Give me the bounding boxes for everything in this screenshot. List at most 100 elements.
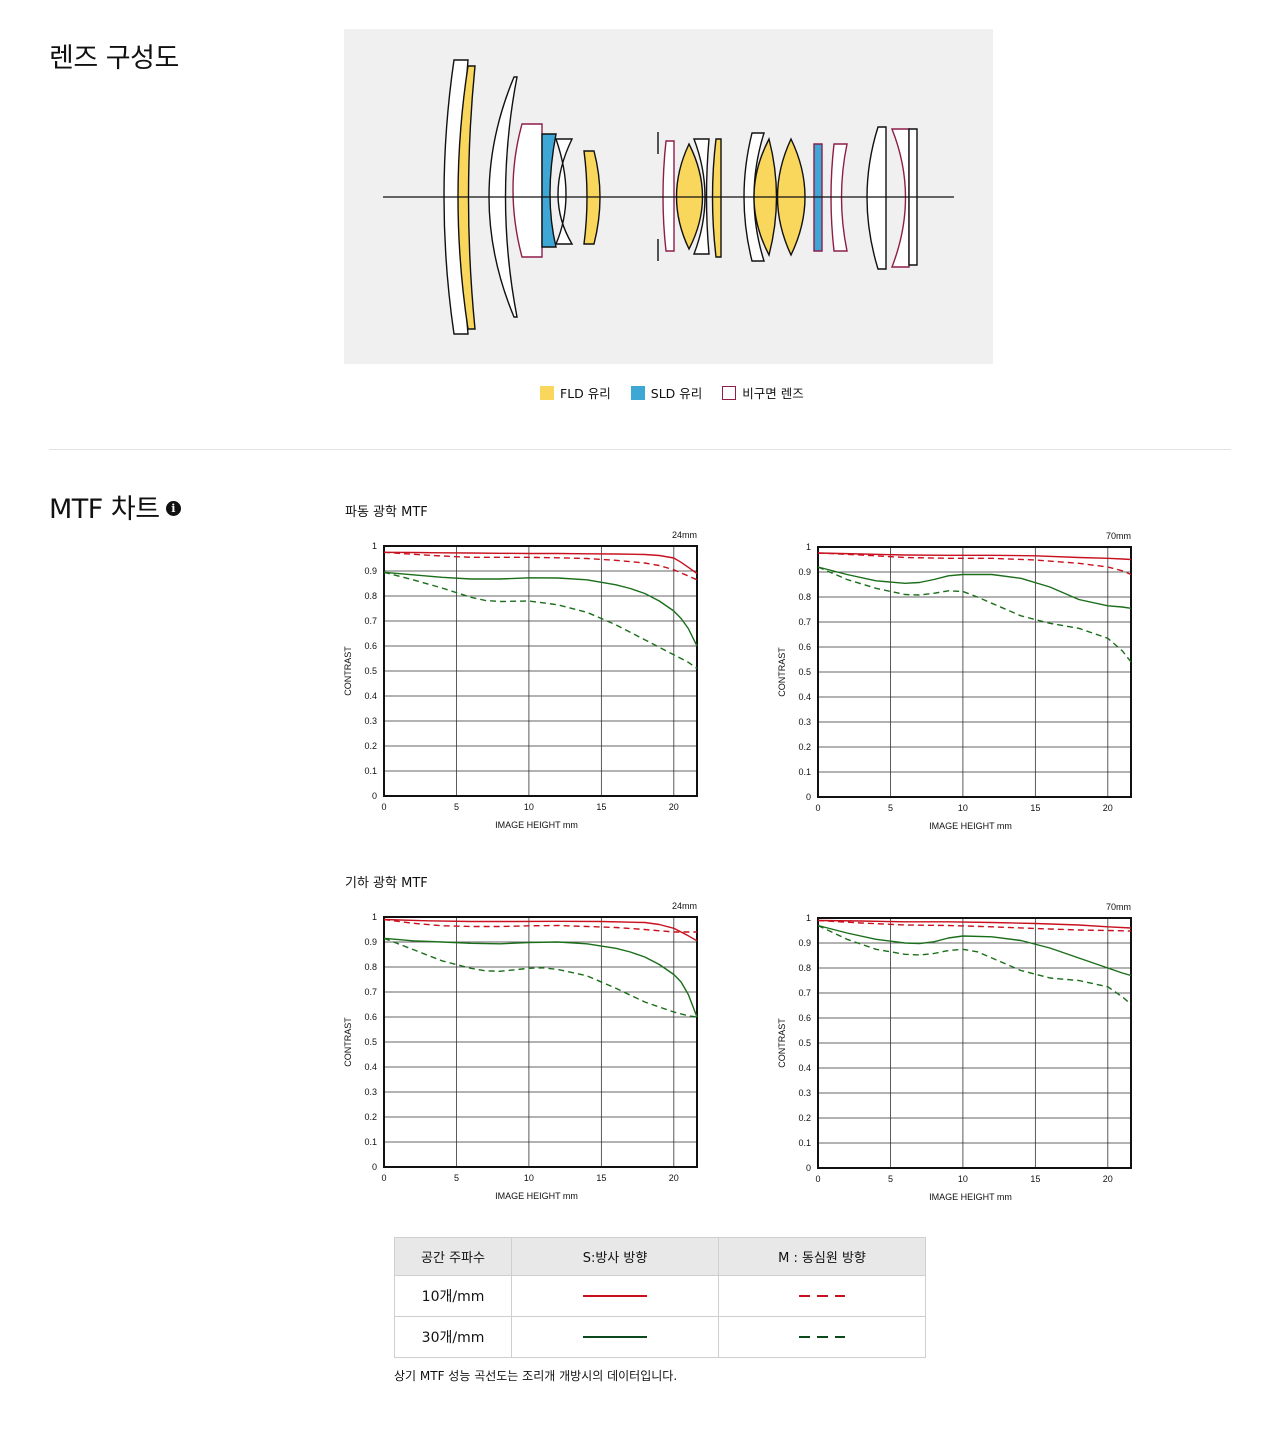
series-m10 — [383, 551, 698, 581]
header-sagittal: S:방사 방향 — [511, 1237, 719, 1276]
y-tick-label: 0.7 — [798, 617, 811, 627]
y-tick-label: 1 — [806, 913, 811, 923]
y-tick-label: 0.6 — [798, 642, 811, 652]
y-tick-label: 0.8 — [364, 962, 377, 972]
lens-element — [866, 126, 887, 270]
lens-element — [692, 138, 710, 255]
legend-fld-label: FLD 유리 — [560, 386, 611, 401]
legend-sld-label: SLD 유리 — [650, 386, 703, 401]
y-tick-label: 0.8 — [798, 963, 811, 973]
lens-diagram-svg — [383, 59, 954, 335]
lens-element — [554, 138, 574, 245]
key-row-30: 30개/mm — [394, 1316, 926, 1358]
series-m30 — [383, 571, 698, 670]
group-title-geometric: 기하 광학 MTF — [345, 876, 428, 891]
sld-element — [541, 133, 557, 248]
x-tick-label: 20 — [1103, 803, 1113, 813]
key-table-header: 공간 주파수 S:방사 방향 M : 동심원 방향 — [394, 1237, 926, 1276]
y-tick-label: 0.8 — [364, 591, 377, 601]
series-s30 — [817, 566, 1132, 609]
x-tick-label: 15 — [1030, 1174, 1040, 1184]
y-tick-label: 0.3 — [798, 717, 811, 727]
series-m10 — [817, 552, 1132, 576]
series-s10 — [817, 919, 1132, 929]
y-tick-label: 0.3 — [798, 1088, 811, 1098]
x-tick-label: 5 — [454, 802, 459, 812]
focal-length-label: 70mm — [1106, 902, 1131, 912]
y-tick-label: 0.3 — [364, 716, 377, 726]
header-frequency: 공간 주파수 — [394, 1237, 512, 1276]
legend-fld: FLD 유리 — [540, 383, 611, 402]
aspherical-element — [662, 140, 675, 252]
series-s30 — [817, 924, 1132, 977]
series-s30 — [383, 937, 698, 1018]
series-s30 — [383, 571, 698, 647]
y-tick-label: 0.9 — [364, 566, 377, 576]
y-tick-label: 0.6 — [798, 1013, 811, 1023]
y-tick-label: 0.5 — [798, 667, 811, 677]
x-tick-label: 15 — [596, 802, 606, 812]
y-tick-label: 0.2 — [364, 1112, 377, 1122]
legend-aspherical-label: 비구면 렌즈 — [742, 386, 804, 401]
y-tick-label: 0.9 — [798, 567, 811, 577]
legend-sld: SLD 유리 — [630, 383, 703, 402]
y-axis-label: CONTRAST — [777, 1018, 787, 1068]
x-tick-label: 0 — [815, 803, 820, 813]
y-tick-label: 0 — [806, 1163, 811, 1173]
x-tick-label: 10 — [524, 1173, 534, 1183]
header-meridional: M : 동심원 방향 — [718, 1237, 926, 1276]
x-tick-label: 10 — [958, 803, 968, 813]
sld-swatch — [630, 385, 645, 400]
info-icon[interactable]: i — [165, 501, 181, 516]
plot-frame — [383, 916, 698, 1168]
series-m30 — [383, 937, 698, 1018]
sample-s10 — [511, 1275, 719, 1317]
y-tick-label: 0 — [372, 1162, 377, 1172]
x-axis-label: IMAGE HEIGHT mm — [495, 1191, 578, 1201]
aspherical-element — [512, 123, 543, 258]
y-tick-label: 0.8 — [798, 592, 811, 602]
x-axis-label: IMAGE HEIGHT mm — [929, 821, 1012, 831]
y-axis-label: CONTRAST — [343, 1017, 353, 1067]
y-axis-label: CONTRAST — [777, 647, 787, 697]
x-tick-label: 20 — [669, 802, 679, 812]
series-s10 — [383, 551, 698, 575]
series-m10 — [817, 919, 1132, 932]
sample-m10 — [718, 1275, 926, 1317]
x-axis-label: IMAGE HEIGHT mm — [929, 1192, 1012, 1202]
y-tick-label: 0.9 — [798, 938, 811, 948]
key-row-10: 10개/mm — [394, 1275, 926, 1317]
lens-construction-diagram — [344, 29, 993, 364]
sample-s30 — [511, 1316, 719, 1358]
row-label-10: 10개/mm — [394, 1275, 512, 1317]
mtf-note: 상기 MTF 성능 곡선도는 조리개 개방시의 데이터입니다. — [394, 1369, 678, 1383]
x-tick-label: 20 — [669, 1173, 679, 1183]
sample-m30 — [718, 1316, 926, 1358]
y-tick-label: 0.6 — [364, 1012, 377, 1022]
y-tick-label: 0.2 — [364, 741, 377, 751]
y-axis-label: CONTRAST — [343, 646, 353, 696]
y-tick-label: 0.6 — [364, 641, 377, 651]
y-tick-label: 0.3 — [364, 1087, 377, 1097]
plot-frame — [817, 917, 1132, 1169]
x-tick-label: 15 — [596, 1173, 606, 1183]
y-tick-label: 0.7 — [364, 616, 377, 626]
y-tick-label: 0.1 — [364, 766, 377, 776]
y-tick-label: 0.1 — [364, 1137, 377, 1147]
legend-aspherical: 비구면 렌즈 — [722, 383, 804, 402]
x-tick-label: 5 — [888, 803, 893, 813]
x-tick-label: 10 — [524, 802, 534, 812]
y-tick-label: 0.5 — [364, 666, 377, 676]
y-tick-label: 0.4 — [364, 1062, 377, 1072]
aspherical-swatch — [722, 385, 737, 400]
y-tick-label: 0.7 — [798, 988, 811, 998]
mtf-title-text: MTF 차트 — [49, 494, 160, 525]
focal-length-label: 70mm — [1106, 531, 1131, 541]
